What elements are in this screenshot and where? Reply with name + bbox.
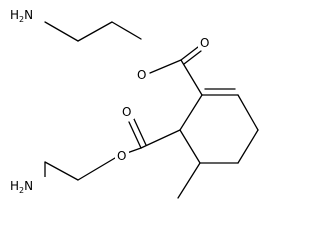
bond-c6-c7	[179, 129, 201, 164]
ester-oxygen-bottom: O	[117, 149, 126, 163]
bond-o-c-top	[149, 59, 182, 74]
bond-c1-c2	[180, 59, 203, 96]
bond-c-o-double-bottom-2	[133, 118, 147, 146]
bond-c-o-double-top-2	[183, 50, 202, 65]
carbonyl-oxygen-bottom: O	[122, 105, 131, 119]
bond-c3-c4	[237, 94, 259, 131]
bond-o-ch2-bottom	[77, 157, 116, 181]
amine-label-bottom: H2N	[10, 179, 33, 195]
amine-n-bottom: N	[24, 179, 33, 193]
bond-ch2-ch2-bottom	[44, 161, 79, 181]
amine-h-bottom: H	[10, 179, 19, 193]
bond-c-o-double-top-1	[180, 46, 199, 61]
ester-oxygen-top: O	[137, 68, 146, 82]
bond-n-ch2-top	[44, 21, 79, 42]
bond-lines	[44, 21, 259, 199]
carbonyl-oxygen-top: O	[200, 36, 209, 50]
amine-sub-top: 2	[19, 15, 24, 24]
amine-h-top: H	[10, 8, 19, 22]
bond-c-o-double-bottom-1	[128, 121, 142, 149]
chemical-structure: H2N O O O O H2N	[8, 6, 259, 199]
bond-c4-c5	[237, 129, 259, 164]
bond-methyl	[177, 162, 201, 199]
amine-sub-bottom: 2	[19, 186, 24, 195]
bond-c7-c-bottom	[140, 129, 181, 149]
atom-labels: H2N O O O O H2N	[8, 6, 212, 195]
bond-c-o-bottom	[126, 147, 142, 154]
amine-n-top: N	[24, 8, 33, 22]
bond-ch2-ch2-top	[77, 21, 113, 42]
bond-c7-c2	[179, 94, 203, 131]
bond-ch2-o-top	[111, 21, 142, 40]
amine-label-top: H2N	[10, 8, 33, 24]
